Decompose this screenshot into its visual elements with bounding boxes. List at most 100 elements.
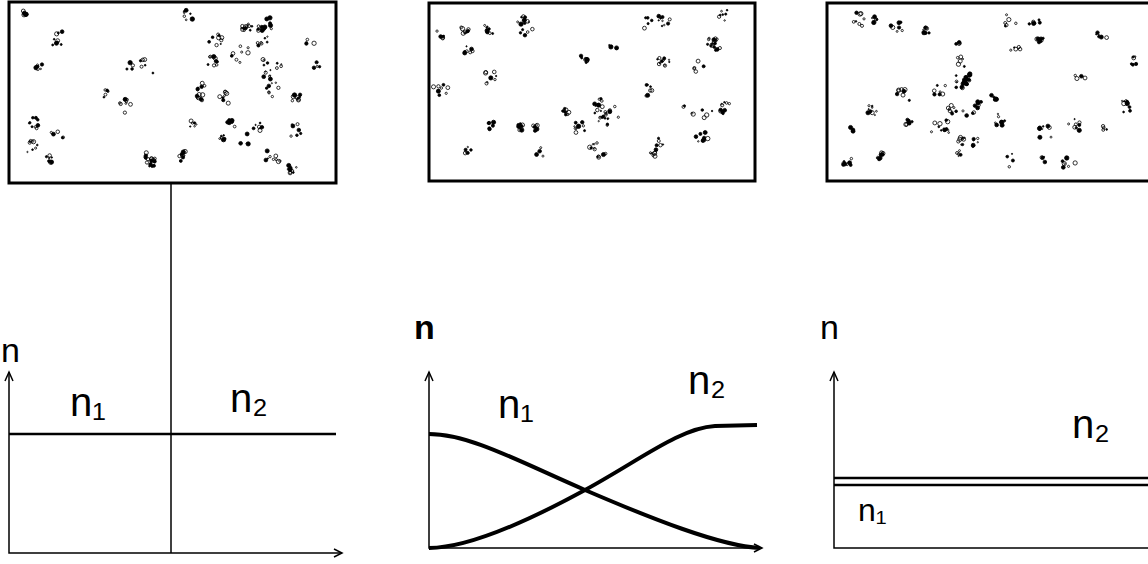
- particle-cluster: [431, 83, 449, 96]
- particle: [1061, 165, 1065, 169]
- particle: [1064, 163, 1066, 165]
- particle: [951, 111, 953, 113]
- particle: [973, 104, 976, 107]
- particle: [599, 116, 602, 119]
- particle: [297, 128, 301, 132]
- particle: [190, 126, 191, 127]
- particle: [959, 150, 961, 152]
- particle: [272, 158, 274, 160]
- particle: [463, 30, 467, 34]
- particle: [1073, 161, 1077, 165]
- particle: [106, 90, 108, 92]
- particle: [131, 68, 134, 71]
- particle: [260, 42, 263, 45]
- particle: [608, 109, 611, 112]
- particle: [190, 17, 194, 21]
- particle: [588, 145, 592, 149]
- particle: [1038, 19, 1040, 21]
- particle-cluster: [597, 152, 607, 159]
- particle: [993, 97, 997, 101]
- particle: [600, 98, 602, 100]
- particle: [600, 110, 601, 111]
- particle: [270, 28, 272, 30]
- particle: [647, 23, 649, 25]
- particle-cluster: [484, 24, 494, 34]
- particle: [596, 108, 599, 111]
- particle: [960, 85, 964, 89]
- particle-cluster: [1068, 118, 1082, 132]
- particle-cluster: [990, 93, 999, 101]
- particle: [977, 142, 978, 143]
- particle-cluster: [889, 21, 903, 33]
- particle: [140, 65, 143, 68]
- particle: [901, 29, 903, 31]
- axis-arrow: [5, 372, 13, 381]
- particle: [1068, 123, 1070, 125]
- container-box: [827, 3, 1148, 181]
- particle: [255, 124, 256, 125]
- particle-cluster: [1040, 156, 1047, 164]
- particle: [940, 130, 942, 132]
- particle-cluster: [649, 148, 657, 158]
- particle-cluster: [226, 118, 236, 128]
- particle-cluster: [521, 15, 530, 25]
- particle-cluster: [207, 55, 218, 67]
- particle: [123, 111, 126, 114]
- particle: [470, 149, 473, 152]
- particle: [872, 22, 873, 23]
- particle: [35, 147, 37, 149]
- particle-cluster: [239, 132, 250, 146]
- particle: [144, 157, 147, 160]
- particle: [1080, 74, 1084, 78]
- particle: [483, 71, 487, 75]
- particle: [489, 76, 493, 80]
- particle: [863, 18, 865, 20]
- particle: [316, 65, 318, 67]
- particle: [971, 112, 974, 115]
- particle-cluster: [517, 123, 525, 133]
- particle: [431, 85, 435, 89]
- particle: [519, 22, 523, 26]
- particle: [576, 124, 580, 128]
- particle: [964, 76, 967, 79]
- particle: [972, 144, 974, 146]
- particle: [280, 65, 283, 68]
- particle: [702, 116, 706, 120]
- particle: [645, 84, 648, 87]
- particle-cluster: [1122, 101, 1132, 113]
- particle: [268, 23, 272, 27]
- particle: [305, 42, 306, 43]
- particle: [467, 146, 468, 147]
- particle: [491, 120, 495, 124]
- particle: [268, 77, 272, 81]
- particle-cluster: [717, 9, 727, 21]
- particle-cluster: [876, 151, 885, 161]
- particle: [728, 102, 730, 104]
- particle: [897, 26, 900, 29]
- particle-cluster: [119, 97, 133, 114]
- particle: [711, 43, 713, 45]
- particle-cluster: [27, 139, 38, 152]
- particle-cluster: [579, 54, 589, 63]
- particle: [955, 75, 957, 77]
- particle: [657, 14, 661, 18]
- particle: [1043, 156, 1044, 157]
- particle: [868, 105, 870, 107]
- particle: [874, 114, 875, 115]
- particle: [231, 52, 235, 56]
- particle: [567, 113, 569, 115]
- particle: [48, 160, 52, 164]
- particle: [668, 59, 669, 60]
- particle: [907, 119, 910, 122]
- particle: [967, 79, 970, 82]
- particle: [246, 142, 250, 146]
- particle: [463, 51, 467, 55]
- particle: [702, 65, 705, 68]
- particle: [291, 99, 293, 101]
- particle: [1042, 126, 1044, 128]
- particle: [290, 135, 292, 137]
- particle: [251, 25, 253, 27]
- particle: [1065, 156, 1069, 160]
- particle: [938, 93, 941, 96]
